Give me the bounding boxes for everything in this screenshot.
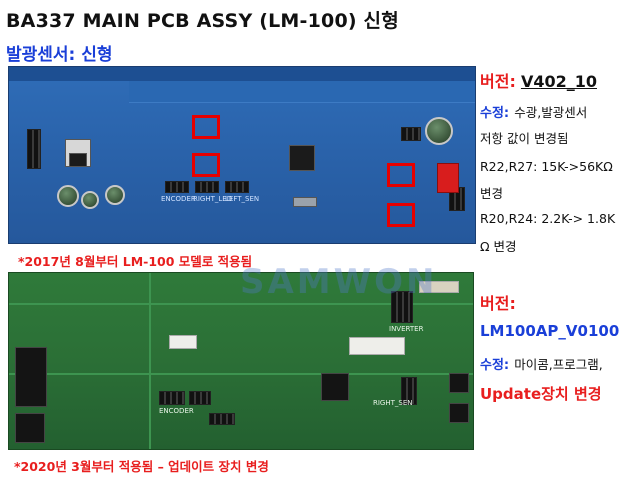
pin-header — [159, 391, 185, 405]
sensor-subtitle: 발광센서: 신형 — [6, 45, 113, 65]
microcontroller-chip — [321, 373, 349, 401]
pin-header — [401, 127, 421, 141]
crystal — [293, 197, 317, 207]
revision-line: 수광,발광센서 — [514, 105, 588, 120]
capacitor — [425, 117, 453, 145]
samwon-watermark: SAMWON — [240, 262, 438, 302]
push-button — [449, 373, 469, 393]
pcb-raised-strip — [129, 81, 475, 103]
push-button — [449, 403, 469, 423]
version-1-value: V402_10 — [520, 72, 597, 91]
revision-line: Ω 변경 — [480, 239, 517, 254]
pin-header — [189, 391, 211, 405]
version-2-value: LM100AP_V0100 — [480, 322, 620, 340]
pin-header — [225, 181, 249, 193]
pcb-trace — [9, 303, 473, 305]
capacitor — [57, 185, 79, 207]
version-1-heading: 버전: V402_10 — [480, 68, 640, 92]
pin-header — [401, 377, 417, 405]
silk-right-sen: RIGHT_SEN — [373, 399, 413, 407]
caption-old-board: *2017년 8월부터 LM-100 모델로 적용됨 — [18, 254, 253, 269]
silk-left-sen: LEFT_SEN — [225, 195, 260, 203]
pin-header — [27, 129, 41, 169]
capacitor — [81, 191, 99, 209]
version-1-revision-label: 수정: — [480, 106, 510, 121]
version-2-update-text: Update장치 변경 — [480, 385, 602, 403]
silk-right-led: RIGHT_LED — [193, 195, 233, 203]
highlight-box-sensor-1 — [192, 115, 220, 139]
revision-line: R22,R27: 15K->56KΩ — [480, 159, 613, 174]
version-2-revision-row: 수정: 마이콤,프로그램, — [480, 354, 640, 373]
microcontroller-chip — [289, 145, 315, 171]
revision-line: R20,R24: 2.2K-> 1.8K — [480, 211, 616, 226]
pin-header — [165, 181, 189, 193]
version-2-revision-text: 마이콤,프로그램, — [514, 357, 603, 372]
revision-line: 변경 — [480, 186, 504, 201]
pcb-photo-new: INVERTER ENCODER RIGHT_SEN — [8, 272, 474, 450]
pin-header — [195, 181, 219, 193]
pcb-photo-old: ENCODER RIGHT_LED LEFT_SEN — [8, 66, 476, 244]
highlight-box-sensor-4 — [387, 203, 415, 227]
highlight-box-sensor-3 — [387, 163, 415, 187]
capacitor — [105, 185, 125, 205]
silk-encoder: ENCODER — [161, 195, 196, 203]
pin-header — [391, 291, 413, 323]
red-connector — [437, 163, 459, 193]
version-1-revision-row: 수정: 수광,발광센서 — [480, 102, 640, 121]
white-connector — [169, 335, 197, 349]
version-2-label: 버전: — [480, 294, 516, 313]
pcb-edge — [9, 67, 475, 81]
white-connector — [349, 337, 405, 355]
version-2-revision-label: 수정: — [480, 358, 510, 373]
inductor — [15, 347, 47, 407]
pin-header — [209, 413, 235, 425]
pcb-trace — [9, 373, 473, 375]
highlight-box-sensor-2 — [192, 153, 220, 177]
silk-encoder: ENCODER — [159, 407, 194, 415]
caption-new-board: *2020년 3월부터 적용됨 – 업데이트 장치 변경 — [14, 459, 269, 474]
pcb-trace — [149, 273, 151, 449]
version-1-label: 버전: — [480, 72, 516, 91]
regulator-body — [69, 153, 87, 167]
fuse-holder — [15, 413, 45, 443]
white-connector — [419, 281, 459, 293]
page-title: BA337 MAIN PCB ASSY (LM-100) 신형 — [6, 10, 399, 32]
revision-line: 저항 값이 변경됨 — [480, 131, 569, 146]
silk-inverter: INVERTER — [389, 325, 424, 333]
